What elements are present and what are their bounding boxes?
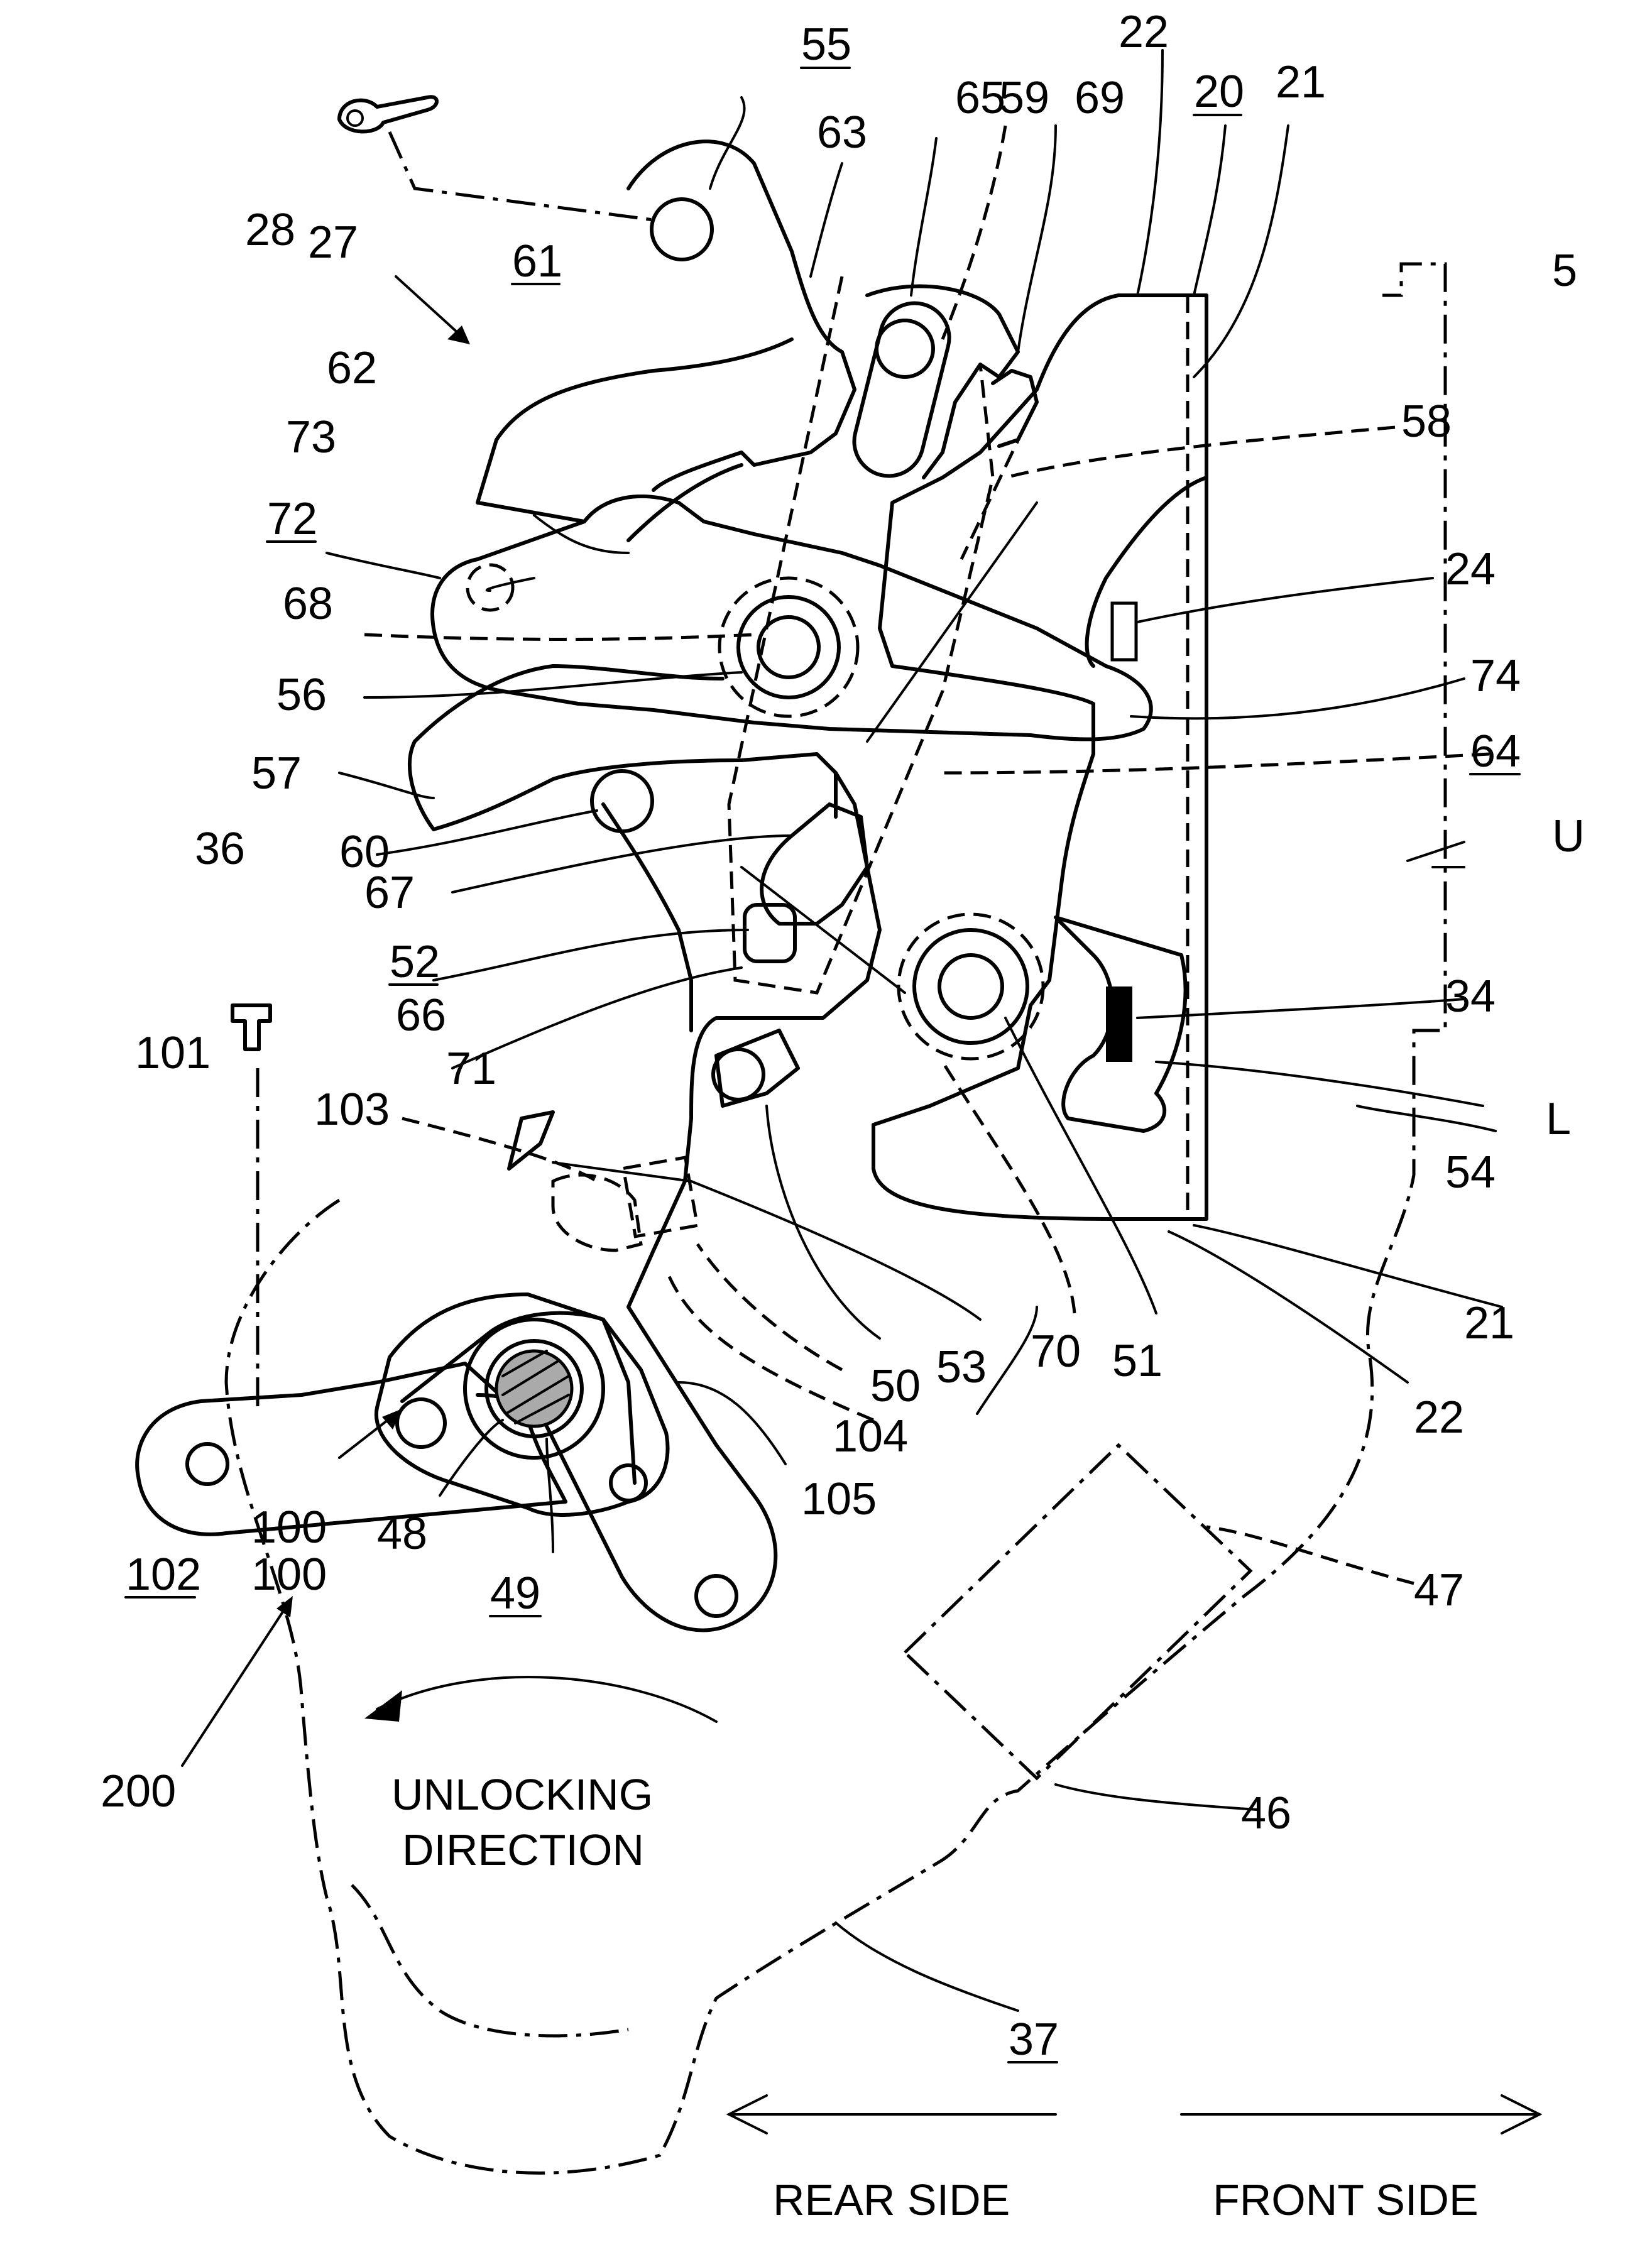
label-68: 68 <box>283 579 333 629</box>
label-100-a: 100 <box>251 1502 327 1553</box>
base-plate-20 <box>873 295 1206 1219</box>
label-200: 200 <box>101 1766 176 1817</box>
label-22-bottom: 22 <box>1414 1392 1464 1443</box>
label-48: 48 <box>377 1509 427 1559</box>
label-72: 72 <box>267 494 317 544</box>
caption-front-side: FRONT SIDE <box>1213 2175 1479 2224</box>
label-21-bottom: 21 <box>1464 1298 1514 1348</box>
label-46: 46 <box>1241 1788 1291 1839</box>
label-5: 5 <box>1552 246 1577 296</box>
link-28-55 <box>390 132 654 220</box>
label-U: U <box>1552 811 1585 861</box>
label-56: 56 <box>276 670 327 720</box>
label-58: 58 <box>1401 396 1452 447</box>
striker-24 <box>1112 603 1136 660</box>
striker-34 <box>1106 986 1132 1062</box>
label-100-b: 100 <box>251 1549 327 1600</box>
reference-labels: 55 22 65 59 69 20 21 63 5 28 27 61 62 73… <box>101 7 1585 2065</box>
pin-50 <box>713 1049 763 1100</box>
label-65: 65 <box>955 73 1005 123</box>
caption-rear-side: REAR SIDE <box>773 2175 1010 2224</box>
arrow-27 <box>396 276 465 339</box>
pin-60 <box>592 771 652 831</box>
label-63: 63 <box>817 107 867 158</box>
leader-lines <box>327 50 1502 2011</box>
caption-unlocking: UNLOCKING <box>391 1770 653 1819</box>
label-20: 20 <box>1194 67 1244 117</box>
pawl-105 <box>716 1030 798 1106</box>
pivot-70-ring <box>899 914 1043 1059</box>
label-24: 24 <box>1445 544 1496 594</box>
label-101: 101 <box>135 1028 211 1078</box>
label-59: 59 <box>999 73 1049 123</box>
screw-36 <box>232 1005 270 1049</box>
label-66: 66 <box>396 990 446 1041</box>
label-74: 74 <box>1470 651 1521 701</box>
label-104: 104 <box>833 1411 908 1462</box>
hole-28 <box>347 111 363 126</box>
label-52: 52 <box>390 937 440 987</box>
spring-wire-right <box>603 1320 635 1483</box>
label-71: 71 <box>446 1044 496 1094</box>
arrow-200 <box>182 1602 289 1766</box>
lever-52-upper <box>603 804 691 1030</box>
label-L: L <box>1546 1094 1571 1144</box>
pivot-hole-55 <box>652 199 712 260</box>
label-55: 55 <box>801 19 851 70</box>
hole-49b <box>611 1465 646 1500</box>
label-53: 53 <box>936 1342 987 1392</box>
label-51: 51 <box>1112 1336 1162 1386</box>
label-49: 49 <box>490 1568 540 1619</box>
label-22-top: 22 <box>1119 7 1169 57</box>
label-62: 62 <box>327 343 377 393</box>
label-70: 70 <box>1031 1326 1081 1377</box>
spring-69 <box>993 371 1037 446</box>
lever-61 <box>432 339 1151 740</box>
label-36: 36 <box>195 824 245 874</box>
caption-direction: DIRECTION <box>402 1825 644 1874</box>
lever-57 <box>410 666 836 829</box>
label-64: 64 <box>1470 726 1521 777</box>
arrow-27-head <box>447 325 470 344</box>
captions: UNLOCKING DIRECTION REAR SIDE FRONT SIDE <box>391 1770 1479 2224</box>
unlocking-arrow <box>377 1677 716 1722</box>
label-69: 69 <box>1075 73 1125 123</box>
pin-65 <box>877 320 933 377</box>
shaft-48 <box>496 1351 572 1426</box>
label-50: 50 <box>870 1361 921 1411</box>
label-47: 47 <box>1414 1565 1464 1615</box>
label-54: 54 <box>1445 1147 1496 1198</box>
pivot-56-ring <box>738 597 839 697</box>
module-47 <box>905 1445 1250 1778</box>
housing-bottom-inner <box>352 1885 628 2036</box>
label-105: 105 <box>801 1474 877 1524</box>
hole-49 <box>397 1399 445 1447</box>
tab-103 <box>509 1112 553 1169</box>
label-34: 34 <box>1445 971 1496 1022</box>
pivot-51 <box>939 955 1002 1018</box>
label-21-top: 21 <box>1276 57 1326 107</box>
label-27: 27 <box>308 217 358 268</box>
hole-102 <box>187 1444 227 1484</box>
lever-55 <box>628 141 855 490</box>
label-57: 57 <box>251 748 302 799</box>
lever-61-lower <box>628 465 741 540</box>
hole-49c <box>696 1576 736 1616</box>
label-61: 61 <box>512 236 562 287</box>
label-102: 102 <box>126 1549 201 1600</box>
link-59 <box>729 276 993 993</box>
label-28: 28 <box>245 205 295 255</box>
unlocking-arrow-head <box>364 1690 402 1722</box>
label-73: 73 <box>286 412 336 462</box>
rod-58 <box>867 503 1037 741</box>
label-67: 67 <box>364 868 415 918</box>
label-103: 103 <box>314 1085 390 1135</box>
label-37: 37 <box>1009 2014 1059 2065</box>
